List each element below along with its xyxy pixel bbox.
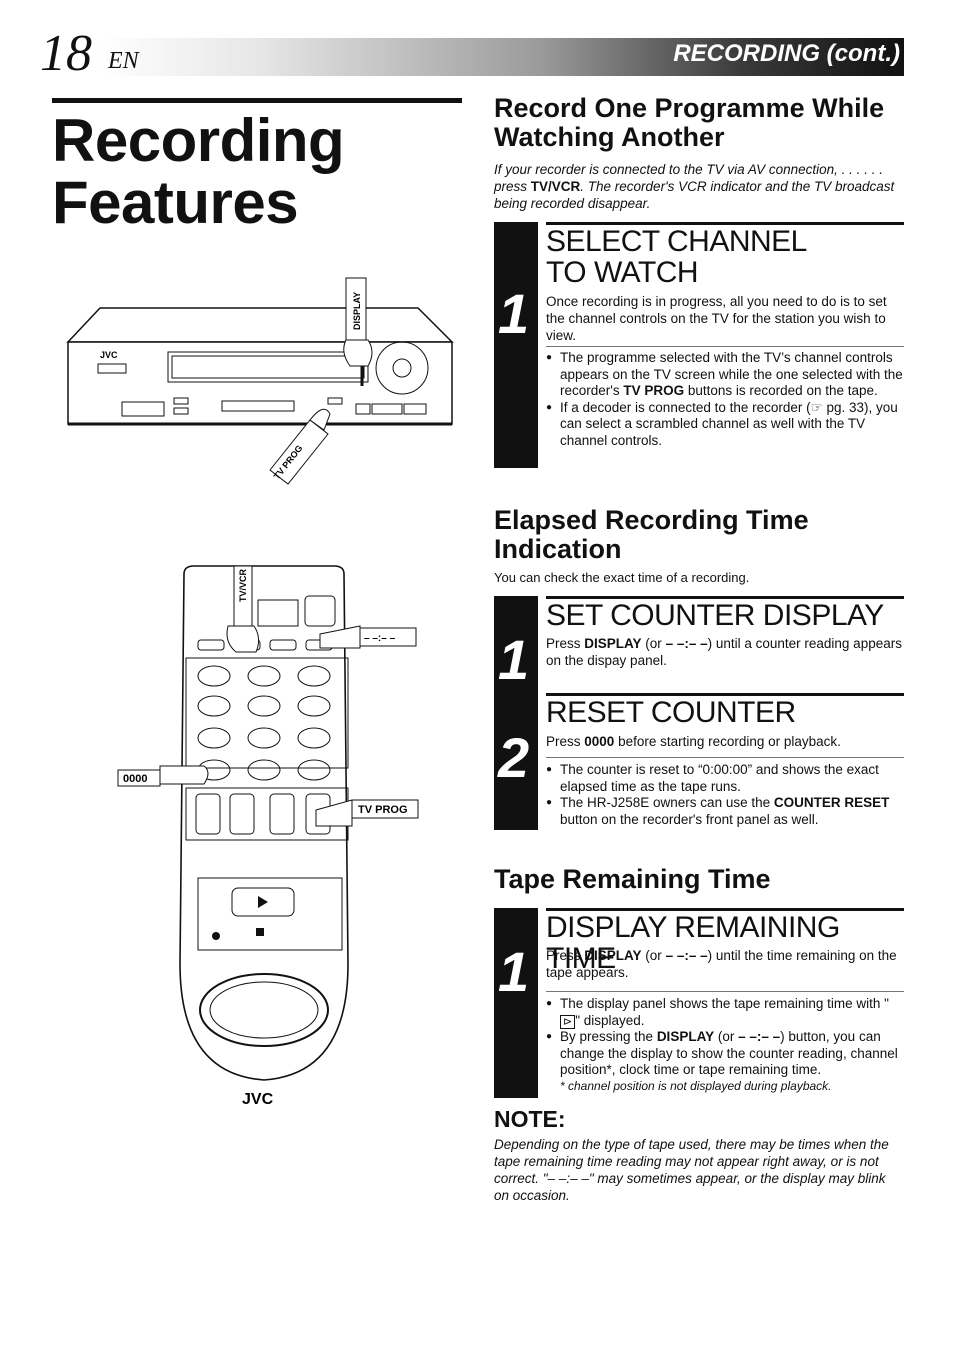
step-number: 1 <box>498 282 530 345</box>
remote-tvvcr-label: TV/VCR <box>238 568 248 602</box>
section-heading-record-one: Record One Programme While Watching Anot… <box>494 93 885 152</box>
title-rule <box>52 98 462 103</box>
remote-0000-label: 0000 <box>123 773 147 785</box>
header-band <box>100 38 904 76</box>
step-number: 1 <box>498 940 530 1003</box>
step-select-channel: 1 SELECT CHANNEL TO WATCH Once recording… <box>494 222 904 468</box>
tape-remaining-icon: ⊳ <box>560 1014 576 1029</box>
step-title: DISPLAY REMAINING TIME <box>546 911 840 975</box>
step-title: SET COUNTER DISPLAY <box>546 599 884 632</box>
remote-tvprog-label: TV PROG <box>358 804 408 816</box>
step-footnote: * channel position is not displayed duri… <box>560 1079 832 1093</box>
step-bullets: The programme selected with the TV’s cha… <box>546 350 904 449</box>
bullet-item: The HR-J258E owners can use the COUNTER … <box>546 795 904 828</box>
step-number: 2 <box>498 726 530 789</box>
note-text: Depending on the type of tape used, ther… <box>494 1137 889 1203</box>
vcr-display-label: DISPLAY <box>352 292 362 330</box>
step-remaining: 1 DISPLAY REMAINING TIME Press DISPLAY (… <box>494 908 904 1098</box>
step-title: SELECT CHANNEL TO WATCH <box>546 225 806 289</box>
bullet-item: The display panel shows the tape remaini… <box>546 996 904 1029</box>
vcr-brand-logo: JVC <box>100 350 118 360</box>
step-bullets: The display panel shows the tape remaini… <box>546 996 904 1079</box>
step-text: Once recording is in progress, all you n… <box>546 294 887 343</box>
bullet-item: The programme selected with the TV’s cha… <box>546 350 904 400</box>
page-language: EN <box>108 48 139 74</box>
section-intro-record-one: If your recorder is connected to the TV … <box>494 162 895 211</box>
section-heading-tape-remaining: Tape Remaining Time <box>494 864 771 894</box>
remote-counter-label: – –:– – <box>364 633 396 644</box>
remote-brand-logo: JVC <box>242 1091 274 1108</box>
bullet-item: If a decoder is connected to the recorde… <box>546 400 904 450</box>
step-text: Press 0000 before starting recording or … <box>546 734 841 749</box>
step-text: Press DISPLAY (or – –:– –) until a count… <box>546 636 902 668</box>
section-title: RECORDING (cont.) <box>673 40 900 67</box>
remote-illustration: JVC TV/VCR – –:– – 0000 TV PROG <box>117 565 419 1108</box>
step-bullets: The counter is reset to “0:00:00” and sh… <box>546 762 904 828</box>
page-title: Recording Features <box>52 107 345 236</box>
section-intro-elapsed: You can check the exact time of a record… <box>494 570 750 585</box>
bullet-item: By pressing the DISPLAY (or – –:– –) but… <box>546 1029 904 1079</box>
section-heading-elapsed: Elapsed Recording Time Indication <box>494 505 809 564</box>
page-number: 18 <box>40 25 92 82</box>
step-title: RESET COUNTER <box>546 696 796 729</box>
step-counter: 1 2 SET COUNTER DISPLAY Press DISPLAY (o… <box>494 596 904 830</box>
step-text: Press DISPLAY (or – –:– –) until the tim… <box>546 948 897 980</box>
bullet-item: The counter is reset to “0:00:00” and sh… <box>546 762 904 795</box>
vcr-illustration: JVC DISPLAY TV PROG <box>66 277 454 485</box>
step-number: 1 <box>498 628 530 691</box>
note-heading: NOTE: <box>494 1106 566 1132</box>
